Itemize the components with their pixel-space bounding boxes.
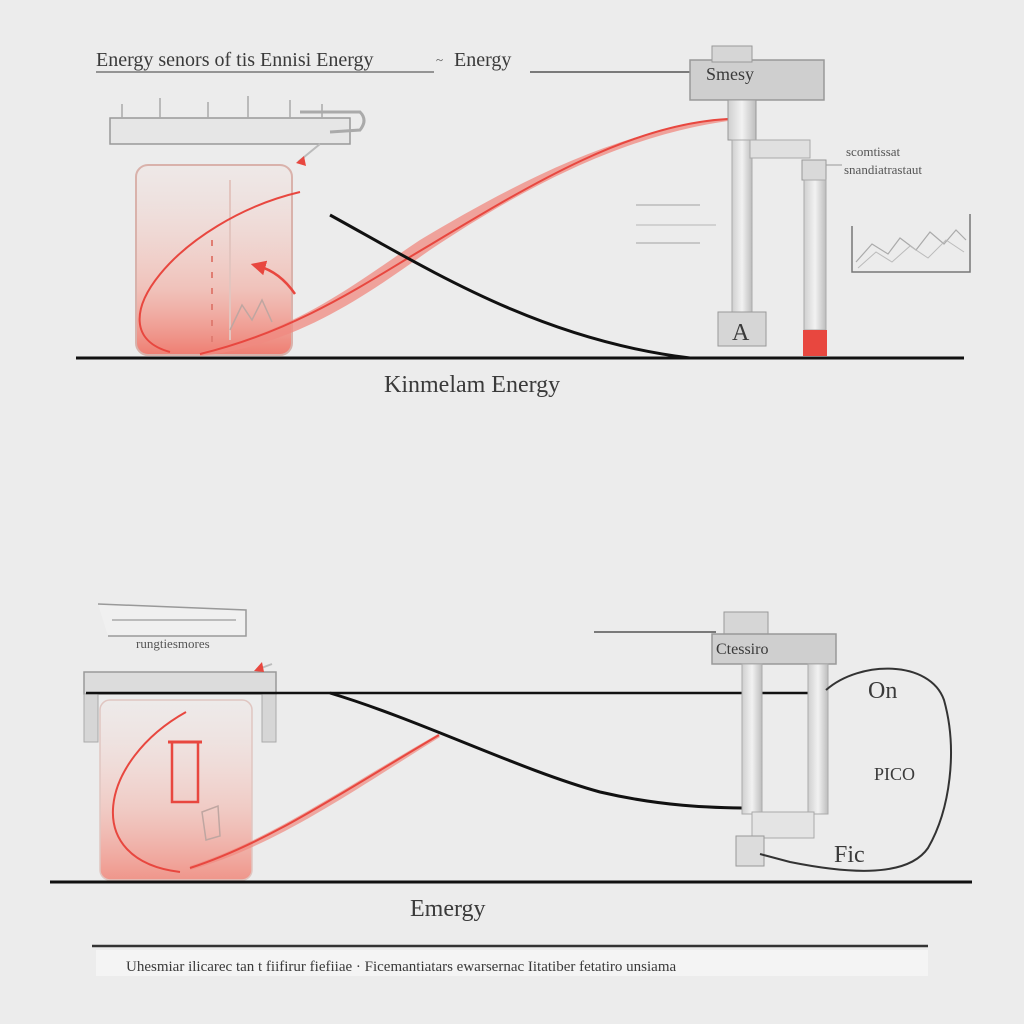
top-title-left: Energy senors of tis Ennisi Energy (96, 49, 374, 71)
top-shelf (109, 96, 366, 166)
bottom-sensor-stand: Ctessiro (711, 611, 837, 867)
bottom-table (83, 662, 277, 743)
footer-bar: Uhesmiar ilicarec tan t fiifirur fiefiia… (92, 944, 928, 976)
bottom-sign: rungtiesmores (97, 603, 247, 651)
loop-label-mid: PICO (874, 764, 915, 784)
loop-label-top: On (868, 678, 897, 704)
top-black-curve (329, 213, 691, 360)
top-faint-plot (636, 204, 716, 244)
bottom-caption: Emergy (410, 896, 486, 922)
top-panel: Energy senors of tis Ennisi Energy ~ Ene… (76, 45, 971, 398)
footer-text: Uhesmiar ilicarec tan t fiifirur fiefiia… (126, 959, 676, 975)
bottom-loop-wire (759, 667, 952, 872)
loop-label-bottom: Fic (834, 842, 865, 868)
bottom-sign-text: rungtiesmores (136, 636, 210, 651)
top-side-chart (851, 214, 971, 273)
red-level-bar (803, 330, 827, 356)
gauge-letter: A (732, 320, 750, 346)
top-energy-curve (199, 118, 729, 355)
top-sensor-label: Smesy (706, 64, 754, 84)
top-sensor-stand: Smesy A (689, 45, 827, 356)
top-fluid-swirl (138, 191, 301, 353)
bottom-beaker (99, 699, 253, 881)
top-side-note-1: scomtissat (846, 144, 901, 159)
bottom-sensor-label: Ctessiro (716, 641, 768, 658)
top-title-right: Energy (454, 49, 511, 71)
top-beaker (135, 164, 293, 356)
top-title-separator: ~ (436, 52, 443, 67)
bottom-panel: rungtiesmores Ctessiro (50, 603, 972, 922)
bottom-energy-curve (189, 734, 440, 869)
top-side-note-2: snandiatrastaut (844, 162, 922, 177)
bottom-black-curve (329, 691, 753, 810)
top-caption: Kinmelam Energy (384, 372, 560, 398)
bottom-energy-ribbon (190, 734, 440, 870)
bottom-fluid-swirl (112, 711, 187, 873)
top-flow-arrow (250, 260, 297, 295)
